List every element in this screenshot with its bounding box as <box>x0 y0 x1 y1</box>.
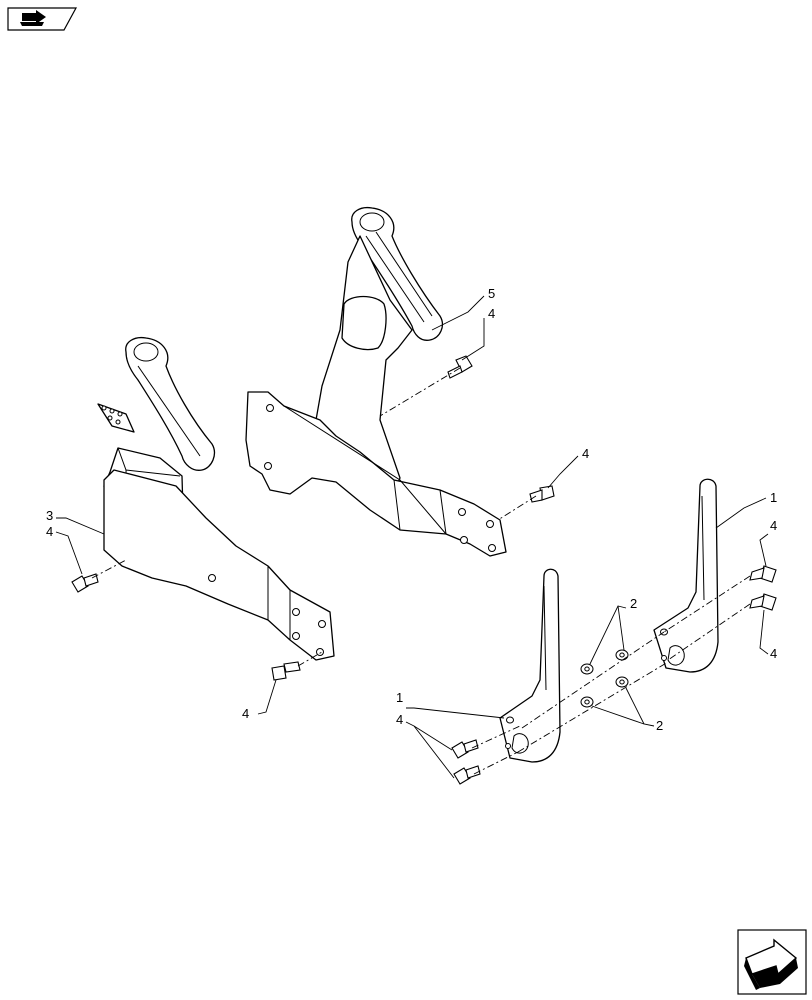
callout-5: 5 <box>488 286 495 301</box>
callout-2: 2 <box>630 596 637 611</box>
bracket-assembly-front <box>97 336 335 661</box>
washer <box>615 649 629 661</box>
callout-4: 4 <box>46 524 53 539</box>
center-lines <box>91 367 751 775</box>
bolt <box>451 739 479 759</box>
callout-3: 3 <box>46 508 53 523</box>
callout-4: 4 <box>396 712 403 727</box>
plate-front <box>499 568 561 763</box>
callout-4: 4 <box>770 518 777 533</box>
book-arrow-icon[interactable] <box>7 7 78 31</box>
bolt <box>529 485 555 503</box>
washer <box>580 663 594 675</box>
washer <box>615 676 629 688</box>
callout-4: 4 <box>770 646 777 661</box>
bolt <box>453 765 481 785</box>
callout-labels: 5 4 4 3 4 4 1 4 4 2 2 1 4 <box>46 286 777 733</box>
bolt <box>749 565 777 583</box>
bracket-assembly-rear <box>245 206 507 557</box>
callout-1: 1 <box>770 490 777 505</box>
callout-4: 4 <box>488 306 495 321</box>
washer-group <box>580 649 629 708</box>
callout-2: 2 <box>656 718 663 733</box>
plate-rear <box>653 478 719 673</box>
washer <box>580 696 594 708</box>
leader-lines <box>55 295 769 779</box>
bolt <box>271 661 301 681</box>
callout-4: 4 <box>242 706 249 721</box>
bolt <box>749 593 777 611</box>
next-page-arrow-icon[interactable] <box>737 929 807 995</box>
bolt <box>447 355 473 379</box>
bolt-group <box>71 355 777 785</box>
callout-1: 1 <box>396 690 403 705</box>
callout-4: 4 <box>582 446 589 461</box>
